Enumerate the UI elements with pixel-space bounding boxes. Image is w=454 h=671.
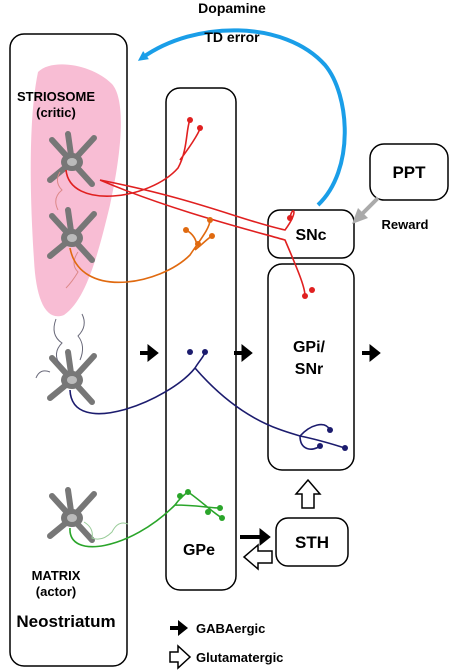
ppt-label: PPT xyxy=(392,163,426,182)
gpi-snr-box xyxy=(267,263,355,471)
neostriatum-box xyxy=(9,33,128,667)
dendrites-striosome xyxy=(55,171,79,289)
red-terminals xyxy=(187,117,315,299)
gaba-arrows xyxy=(140,343,381,547)
sth-box xyxy=(275,517,349,567)
glut-legend-label: Glutamatergic xyxy=(196,650,283,665)
gpi-label: GPi/ xyxy=(293,339,326,356)
matrix-neuron-2 xyxy=(47,487,97,543)
reward-label: Reward xyxy=(382,217,429,232)
snc-label: SNc xyxy=(295,227,326,244)
reward-arrow-head xyxy=(352,208,368,224)
ppt-box xyxy=(369,143,449,201)
matrix-neuron-1 xyxy=(47,349,97,405)
glutamate-arrows xyxy=(242,478,322,571)
dendrites-matrix-2 xyxy=(83,521,129,540)
dendrites-matrix-1 xyxy=(35,313,85,379)
striosome-sub-label: (critic) xyxy=(36,105,76,120)
green-terminals xyxy=(177,489,225,521)
striosome-neuron-2 xyxy=(47,207,97,263)
snr-label: SNr xyxy=(295,361,323,378)
dopamine-arrow xyxy=(137,28,347,207)
red-axon xyxy=(65,119,306,297)
dopamine-label: Dopamine xyxy=(198,0,266,16)
glutamate-open-arrow-icon xyxy=(169,644,192,670)
striosome-label: STRIOSOME xyxy=(17,89,95,104)
gpe-box xyxy=(165,87,237,591)
td-error-label: TD error xyxy=(204,29,260,45)
navy-terminals xyxy=(187,349,348,451)
snc-box xyxy=(267,209,355,259)
gpe-label: GPe xyxy=(183,542,215,559)
gaba-legend-label: GABAergic xyxy=(196,621,265,636)
neostriatum-label: Neostriatum xyxy=(16,612,115,631)
matrix-label: MATRIX xyxy=(32,568,81,583)
gaba-filled-arrow-icon xyxy=(170,620,188,636)
sth-label: STH xyxy=(295,533,329,552)
striosome-neuron-1 xyxy=(47,131,97,187)
navy-axon xyxy=(69,351,346,450)
orange-terminals xyxy=(183,217,215,247)
matrix-sub-label: (actor) xyxy=(36,584,76,599)
